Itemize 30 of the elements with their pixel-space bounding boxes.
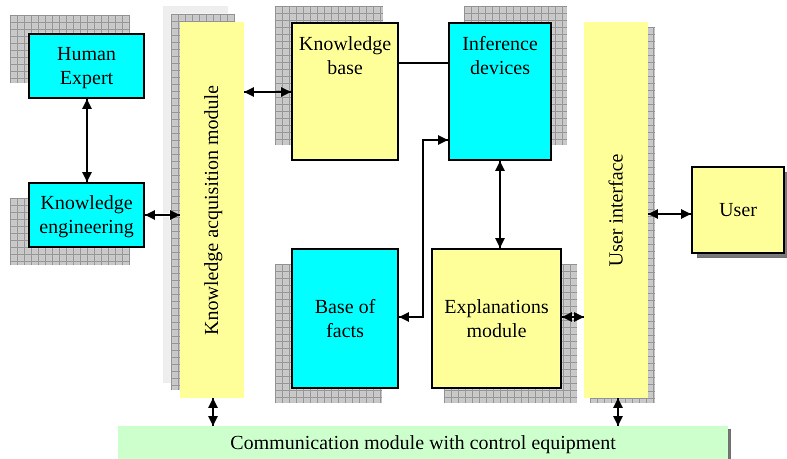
arrow <box>399 135 448 322</box>
block-box <box>28 33 145 99</box>
block-label: Human Expert <box>56 42 117 90</box>
arrow <box>208 398 218 426</box>
arrow <box>613 398 623 426</box>
arrow <box>244 87 291 97</box>
block-box <box>691 166 785 254</box>
module-bar <box>118 426 728 459</box>
block-box <box>291 248 399 389</box>
block-label: Explanations module <box>443 294 550 342</box>
arrow <box>145 210 180 220</box>
arrow <box>495 161 505 248</box>
block-label: User <box>719 198 757 222</box>
block-label: Base of facts <box>314 294 376 342</box>
arrow <box>648 209 691 219</box>
block-box <box>291 22 399 161</box>
vertical-module-bar <box>180 22 244 398</box>
block-box <box>431 248 562 389</box>
connector-line <box>399 62 448 64</box>
block-box <box>448 22 552 161</box>
arrow <box>562 312 584 322</box>
block-label: Communication module with control equipment <box>230 430 616 454</box>
block-label: User interface <box>604 154 628 266</box>
block-label: Inference devices <box>461 32 539 80</box>
vertical-module-bar <box>584 22 648 398</box>
arrow <box>82 99 92 182</box>
block-label: Knowledge base <box>298 32 392 80</box>
block-box <box>28 182 145 248</box>
block-label: Knowledge acquisition module <box>200 85 224 335</box>
block-label: Knowledge engineering <box>39 191 134 239</box>
